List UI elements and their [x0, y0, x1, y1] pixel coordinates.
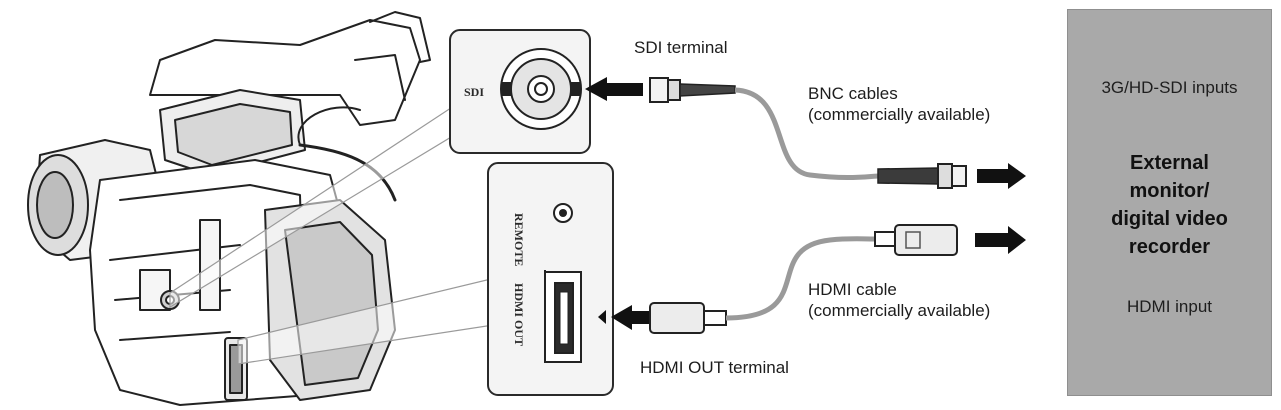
arrow-to-sdi-input-icon	[977, 163, 1026, 189]
remote-panel-text: REMOTE	[512, 213, 526, 266]
external-device-box: 3G/HD-SDI inputs External monitor/ digit…	[1067, 9, 1272, 396]
sdi-inputs-label: 3G/HD-SDI inputs	[1101, 78, 1238, 97]
hdmi-input-label: HDMI input	[1126, 297, 1213, 316]
hdmi-cable-title: HDMI cable	[808, 280, 897, 299]
bnc-cable	[585, 77, 1026, 189]
sdi-terminal-label: SDI terminal	[634, 38, 728, 57]
hdmi-cable-note: (commercially available)	[808, 301, 991, 320]
remote-jack-icon	[553, 203, 573, 223]
hdmi-port-icon	[544, 270, 582, 363]
hdmi-out-terminal-label: HDMI OUT terminal	[640, 358, 789, 377]
hdmi-out-panel-text: HDMI OUT	[512, 283, 526, 346]
bnc-cables-note: (commercially available)	[808, 105, 991, 124]
device-name-line: digital video	[1111, 208, 1228, 230]
hdmi-cable	[611, 224, 1026, 334]
device-name-line: recorder	[1128, 236, 1211, 258]
external-device-name: External monitor/ digital video recorder	[1068, 149, 1271, 261]
arrow-to-sdi-icon	[585, 77, 643, 101]
sdi-terminal-panel: SDI	[449, 29, 591, 154]
hdmi-cable-label: HDMI cable (commercially available)	[808, 279, 990, 321]
arrow-to-hdmi-out-icon	[611, 305, 650, 330]
sdi-panel-text: SDI	[464, 85, 484, 99]
hdmi-port-pointer-icon	[598, 310, 606, 324]
camera-illustration	[27, 11, 431, 406]
device-name-line: monitor/	[1129, 180, 1210, 202]
bnc-cables-label: BNC cables (commercially available)	[808, 83, 990, 125]
arrow-to-hdmi-input-icon	[975, 226, 1026, 254]
sdi-connector-icon	[500, 48, 582, 130]
hdmi-remote-panel: REMOTE HDMI OUT	[487, 162, 614, 396]
bnc-cables-title: BNC cables	[808, 84, 898, 103]
device-name-line: External	[1130, 152, 1209, 174]
